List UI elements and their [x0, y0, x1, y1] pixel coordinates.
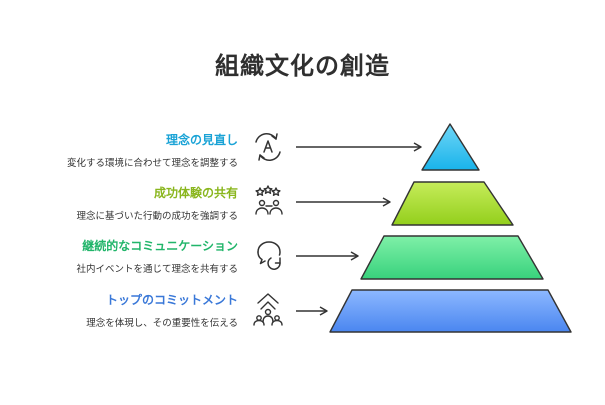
pyramid-level-3 — [360, 235, 544, 280]
level-2-description: 理念に基づいた行動の成功を強調する — [76, 211, 238, 222]
people-stars-icon — [255, 185, 283, 215]
page-title: 組織文化の創造 — [215, 52, 390, 80]
pyramid-level-2 — [391, 181, 514, 226]
level-2-heading: 成功体験の共有 — [153, 186, 238, 200]
refresh-a-icon — [255, 133, 281, 161]
level-3-heading: 継続的なコミュニケーション — [82, 239, 238, 253]
level-4-heading: トップのコミットメント — [105, 293, 238, 307]
pyramid-level-1 — [421, 123, 480, 171]
level-1-heading: 理念の見直し — [165, 133, 238, 147]
pyramid-level-4 — [329, 289, 572, 333]
chat-cycle-icon — [257, 241, 281, 270]
level-1-description: 変化する環境に合わせて理念を調整する — [66, 158, 238, 169]
level-3-description: 社内イベントを通じて理念を共有する — [76, 264, 238, 275]
level-4-description: 理念を体現し、その重要性を伝える — [86, 318, 238, 329]
leader-team-icon — [253, 293, 283, 326]
